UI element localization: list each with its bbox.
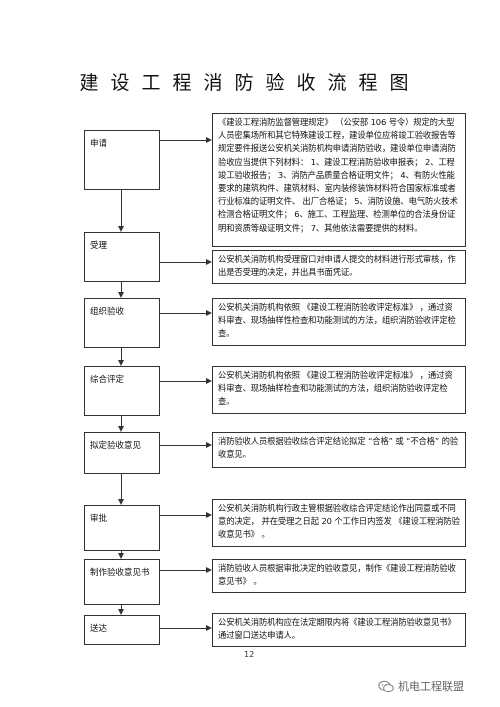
connector-line: [160, 140, 206, 141]
connector-line: [160, 570, 206, 571]
arrow-down-icon: [118, 226, 124, 232]
step-approval: 审批: [84, 505, 160, 551]
page-title: 建设工程消防验收流程图: [79, 72, 421, 94]
step-label: 申请: [90, 139, 108, 149]
desc-deliver: 公安机关消防机构应在法定期限内将《建设工程消防验收意见书》通过窗口送达申请人。: [212, 613, 466, 647]
page-number: 12: [244, 650, 255, 659]
arrow-right-icon: [206, 378, 212, 384]
arrow-right-icon: [206, 310, 212, 316]
arrow-right-icon: [206, 625, 212, 631]
watermark: 机电工程联盟: [378, 678, 464, 694]
arrow-right-icon: [206, 567, 212, 573]
arrow-right-icon: [206, 137, 212, 143]
step-label: 综合评定: [90, 375, 125, 385]
step-apply: 申请: [84, 130, 160, 190]
connector-line: [121, 190, 122, 226]
connector-line: [121, 551, 122, 553]
arrow-down-icon: [118, 553, 124, 559]
connector-line: [160, 262, 206, 263]
step-label: 送达: [90, 624, 108, 634]
watermark-text: 机电工程联盟: [398, 680, 464, 693]
connector-line: [121, 282, 122, 292]
desc-make-opinion-document: 消防验收人员根据审批决定的验收意见，制作《建设工程消防验收意见书》 。: [212, 559, 466, 593]
desc-organize-inspection: 公安机关消防机构依照 《建设工程消防验收评定标准》 ，通过资料审查、现场抽样性检…: [212, 298, 466, 346]
arrow-right-icon: [206, 442, 212, 448]
desc-accept: 公安机关消防机构受理窗口对申请人提交的材料进行形式审核，作出是否受理的决定，并出…: [212, 250, 466, 284]
desc-comprehensive-evaluation: 公安机关消防机构依照 《建设工程消防验收评定标准》 ，通过资料审查、现场抽样检查…: [212, 366, 466, 414]
arrow-down-icon: [118, 609, 124, 615]
step-label: 审批: [90, 514, 108, 524]
arrow-down-icon: [118, 292, 124, 298]
connector-line: [121, 348, 122, 360]
connector-line: [160, 313, 206, 314]
desc-apply: 《建设工程消防监督管理规定》 （公安部 106 号令）规定的大型人员密集场所和其…: [212, 113, 466, 247]
step-label: 拟定验收意见: [90, 441, 142, 451]
step-draft-opinion: 拟定验收意见: [84, 432, 160, 474]
arrow-down-icon: [118, 426, 124, 432]
connector-line: [121, 474, 122, 499]
connector-line: [121, 605, 122, 609]
arrow-right-icon: [206, 512, 212, 518]
step-accept: 受理: [84, 232, 160, 282]
step-label: 受理: [90, 241, 108, 251]
connector-line: [160, 628, 206, 629]
connector-line: [160, 515, 206, 516]
step-comprehensive-evaluation: 综合评定: [84, 366, 160, 416]
connector-line: [160, 381, 206, 382]
wechat-icon: [378, 680, 394, 692]
arrow-down-icon: [118, 499, 124, 505]
step-deliver: 送达: [84, 615, 160, 645]
step-label: 制作验收意见书: [90, 568, 150, 578]
step-make-opinion-document: 制作验收意见书: [84, 559, 160, 605]
arrow-right-icon: [206, 259, 212, 265]
arrow-down-icon: [118, 360, 124, 366]
desc-approval: 公安机关消防机构行政主管根据验收综合评定结论作出同意或不同意的决定， 并在受理之…: [212, 499, 466, 547]
connector-line: [160, 445, 206, 446]
step-label: 组织验收: [90, 307, 125, 317]
connector-line: [121, 416, 122, 426]
step-organize-inspection: 组织验收: [84, 298, 160, 348]
desc-draft-opinion: 消防验收人员根据验收综合评定结论拟定 “合格” 或 “不合格” 的验收意见。: [212, 432, 466, 468]
